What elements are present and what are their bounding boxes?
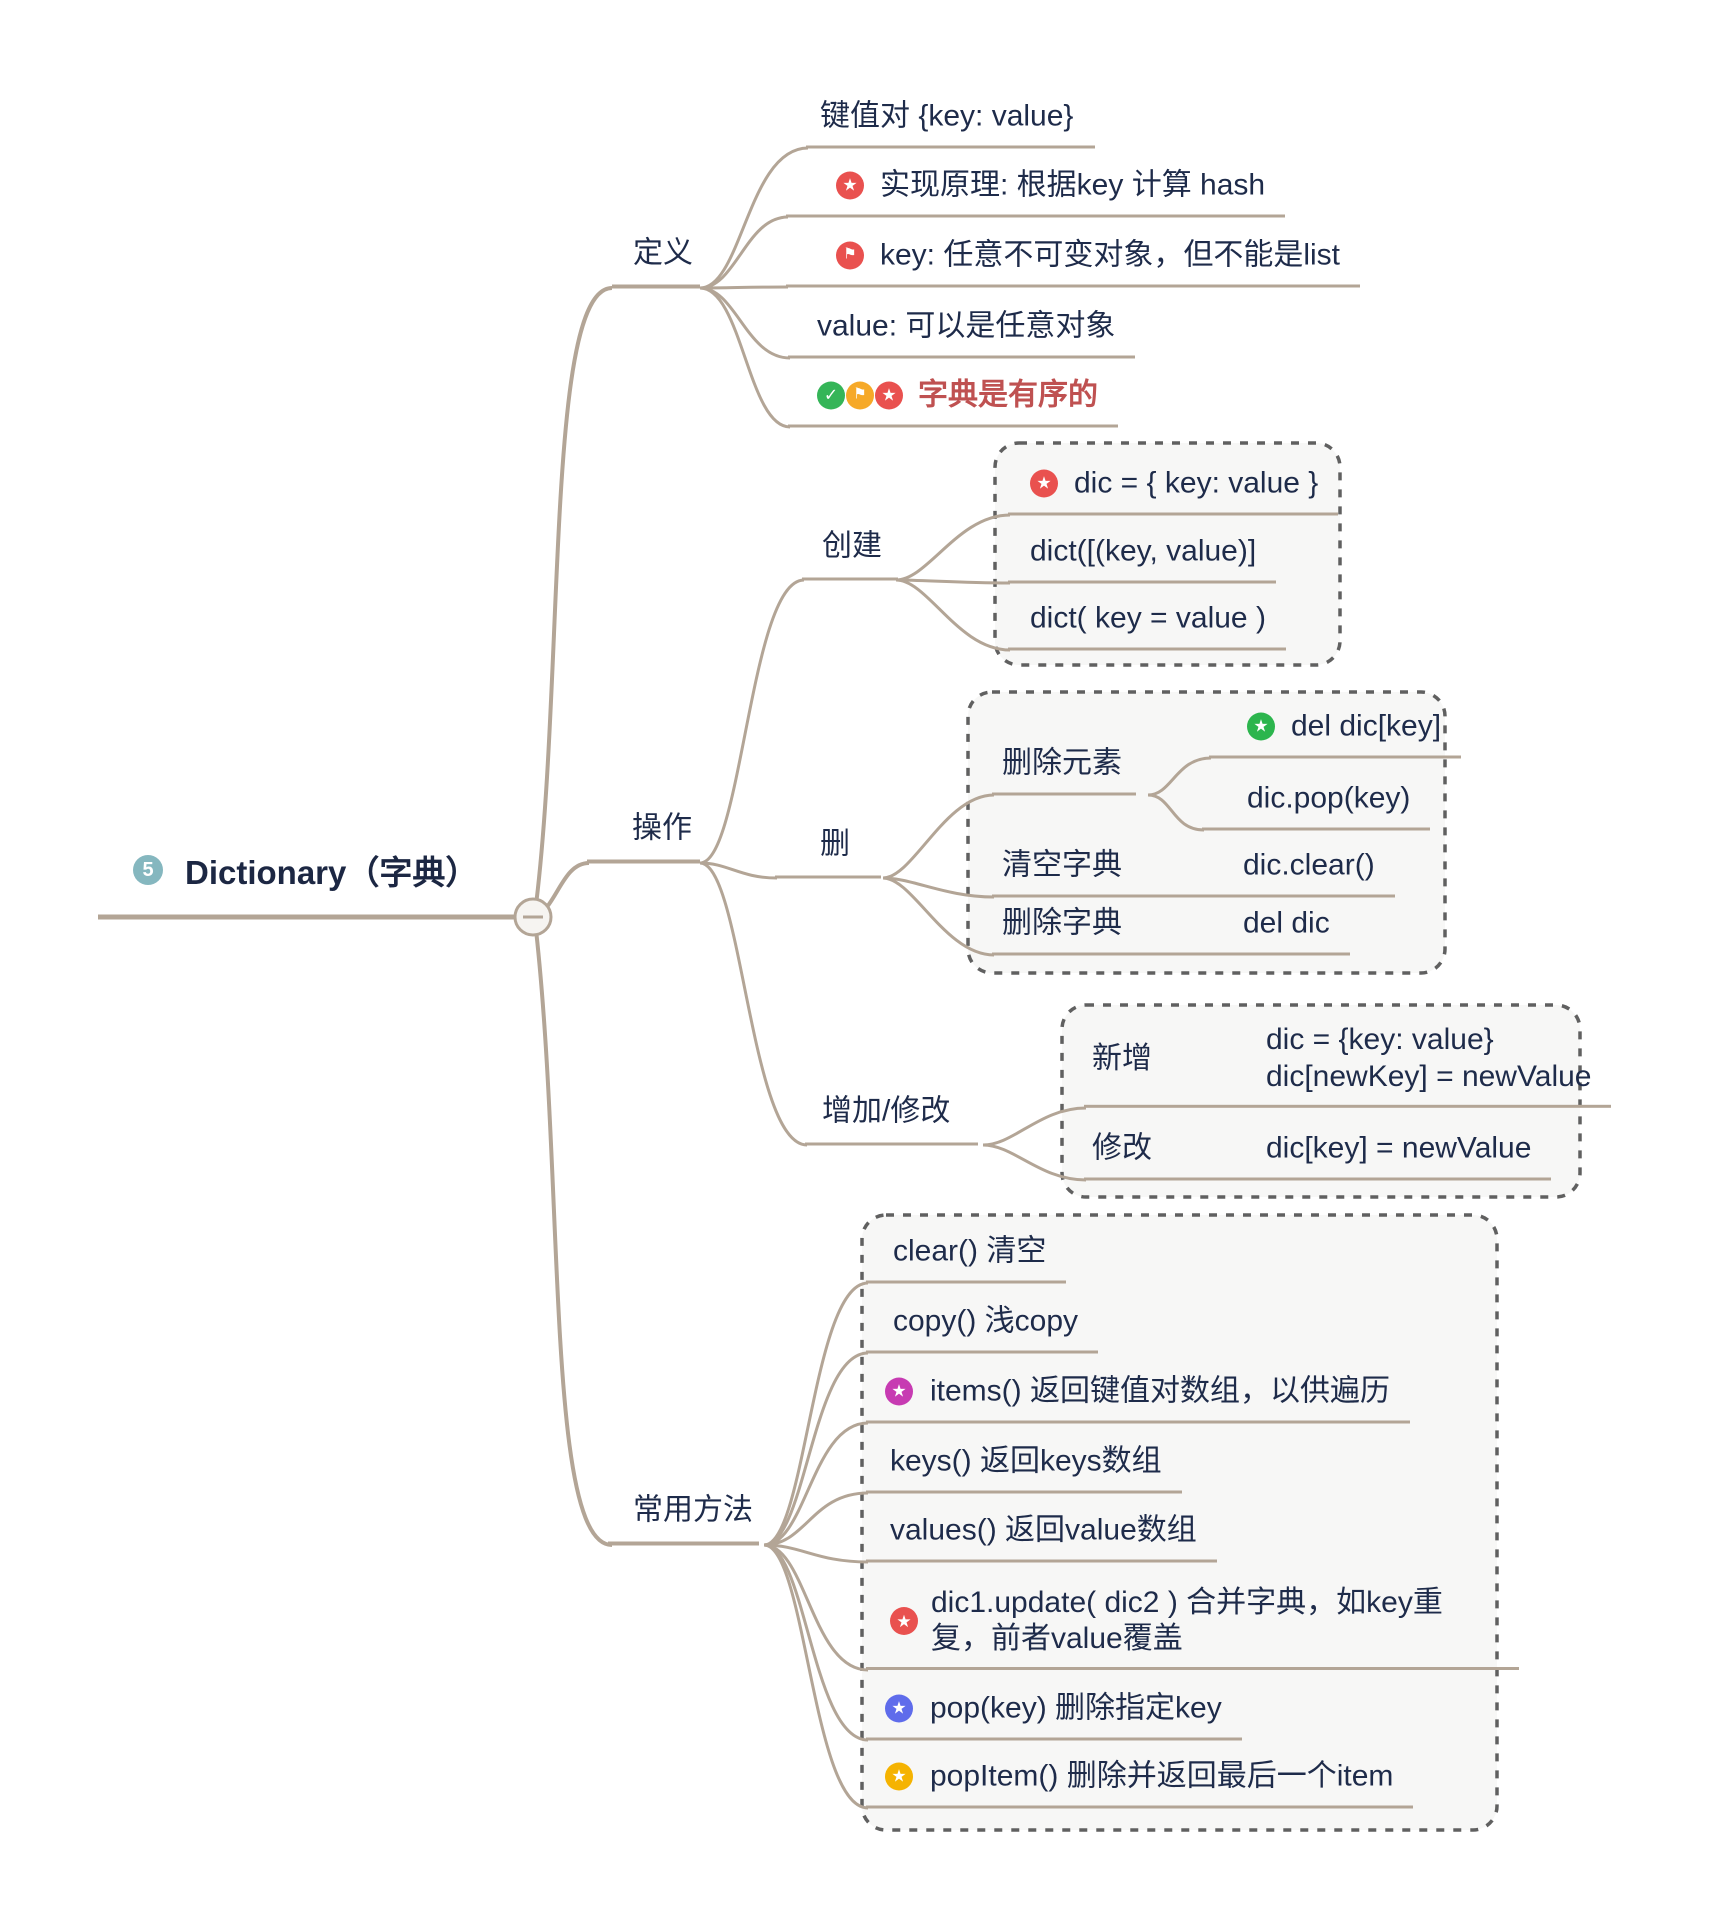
topic-common-methods[interactable]: 常用方法 [608,1492,759,1545]
star-icon: ★ [885,1377,913,1406]
group-boundary-modify [1060,1003,1582,1199]
topic-method-pop[interactable]: ★ pop(key) 删除指定key [866,1690,1242,1740]
group-boundary-delete [966,690,1447,975]
root-topic-label: Dictionary（字典） [185,854,479,891]
topic-method-values[interactable]: values() 返回value数组 [866,1512,1217,1562]
flag-icon: ⚑ [836,241,864,270]
topic-modify[interactable]: 增加/修改 [805,1093,979,1145]
topic-remove-dict[interactable]: 删除字典 del dic [992,905,1350,955]
star-icon: ★ [836,171,864,200]
topic-add-entry[interactable]: 新增 dic = {key: value} dic[newKey] = newV… [1084,1022,1612,1108]
priority-5-icon: 5 [133,855,163,885]
star-icon: ★ [885,1762,913,1791]
topic-method-items[interactable]: ★ items() 返回键值对数组，以供遍历 [866,1373,1410,1423]
star-icon: ★ [875,381,903,410]
topic-clear-dict[interactable]: 清空字典 dic.clear() [992,847,1395,897]
topic-del-dic-key[interactable]: ★ del dic[key] [1209,708,1462,758]
star-icon: ★ [1030,469,1058,498]
star-icon: ★ [885,1694,913,1723]
topic-delete-element[interactable]: 删除元素 [992,745,1136,795]
topic-definition[interactable]: 定义 [612,235,700,288]
root-topic[interactable]: 5 Dictionary（字典） [133,846,478,894]
group-boundary-create [993,441,1342,667]
branch-definition [533,286,613,914]
topic-method-popitem[interactable]: ★ popItem() 删除并返回最后一个item [866,1758,1414,1808]
topic-key-value-pair[interactable]: 键值对 {key: value} [806,98,1096,148]
star-icon: ★ [890,1607,918,1635]
star-icon: ★ [1247,712,1275,741]
topic-principle[interactable]: ★ 实现原理: 根据key 计算 hash [786,167,1286,217]
topic-change-entry[interactable]: 修改 dic[key] = newValue [1084,1130,1552,1180]
topic-method-update[interactable]: ★ dic1.update( dic2 ) 合并字典，如key重复，前者valu… [866,1585,1519,1670]
topic-operation[interactable]: 操作 [587,810,700,863]
topic-dic-pop[interactable]: dic.pop(key) [1202,780,1431,830]
group-boundary-methods [860,1213,1499,1832]
topic-dict-ordered[interactable]: ✓ ⚑ ★ 字典是有序的 [788,377,1118,427]
topic-method-clear[interactable]: clear() 清空 [866,1233,1067,1283]
topic-create-kwargs[interactable]: dict( key = value ) [1008,600,1286,650]
topic-create[interactable]: 创建 [802,528,898,580]
topic-create-literal[interactable]: ★ dic = { key: value } [1008,465,1339,515]
topic-value-rule[interactable]: value: 可以是任意对象 [788,308,1136,358]
topic-method-keys[interactable]: keys() 返回keys数组 [866,1443,1182,1493]
topic-create-from-pairs[interactable]: dict([(key, value)] [1008,533,1277,583]
topic-delete[interactable]: 删 [775,826,881,878]
branch-methods [533,920,613,1547]
topic-method-copy[interactable]: copy() 浅copy [866,1303,1099,1353]
flag-icon: ⚑ [846,381,874,410]
check-icon: ✓ [817,381,845,410]
topic-key-rule[interactable]: ⚑ key: 任意不可变对象，但不能是list [786,237,1361,287]
